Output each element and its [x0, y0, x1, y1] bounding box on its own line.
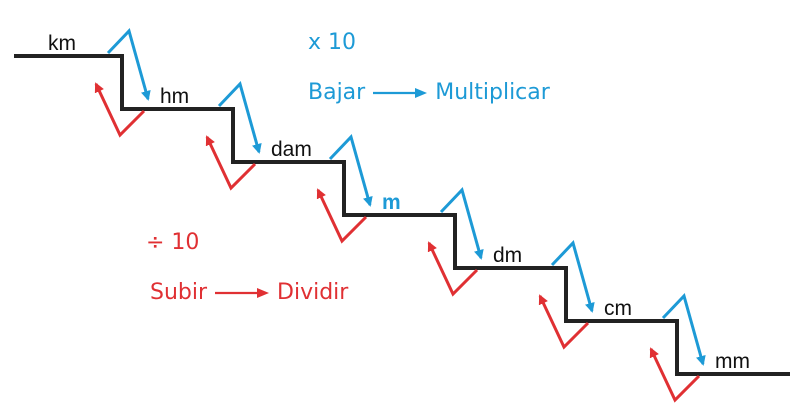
right-arrow-icon: [371, 81, 429, 106]
staircase-line: [14, 54, 790, 376]
down-arrow-icon: [439, 187, 484, 260]
down-arrow-icon: [550, 240, 595, 313]
down-arrow-icon: [328, 134, 373, 207]
up-rule-right: Dividir: [277, 280, 349, 305]
unit-label-dam: dam: [271, 138, 312, 161]
unit-label-mm: mm: [715, 350, 750, 373]
down-arrow-icon: [217, 81, 262, 154]
down-rule-left: Bajar: [308, 80, 366, 105]
step-arrows: [94, 28, 706, 403]
up-arrow-icon: [316, 188, 368, 244]
up-factor-text: ÷ 10: [146, 230, 200, 255]
right-arrow-icon: [213, 281, 271, 306]
down-rule: Bajar Multiplicar: [308, 80, 550, 106]
down-rule-right: Multiplicar: [435, 80, 550, 105]
up-rule: Subir Dividir: [150, 280, 348, 306]
unit-label-cm: cm: [604, 297, 632, 320]
up-arrow-icon: [649, 347, 701, 403]
up-arrow-icon: [205, 135, 257, 191]
up-arrow-icon: [427, 241, 479, 297]
unit-label-km: km: [48, 32, 76, 55]
unit-label-m: m: [382, 191, 401, 214]
unit-labels: km hm dam m dm cm mm: [48, 32, 750, 373]
up-arrow-icon: [94, 82, 146, 138]
up-rule-left: Subir: [150, 280, 208, 305]
unit-label-hm: hm: [160, 85, 189, 108]
down-arrow-icon: [106, 28, 151, 101]
down-arrow-icon: [661, 293, 706, 366]
down-factor-text: x 10: [308, 30, 357, 55]
unit-label-dm: dm: [493, 244, 522, 267]
up-arrow-icon: [538, 294, 590, 350]
